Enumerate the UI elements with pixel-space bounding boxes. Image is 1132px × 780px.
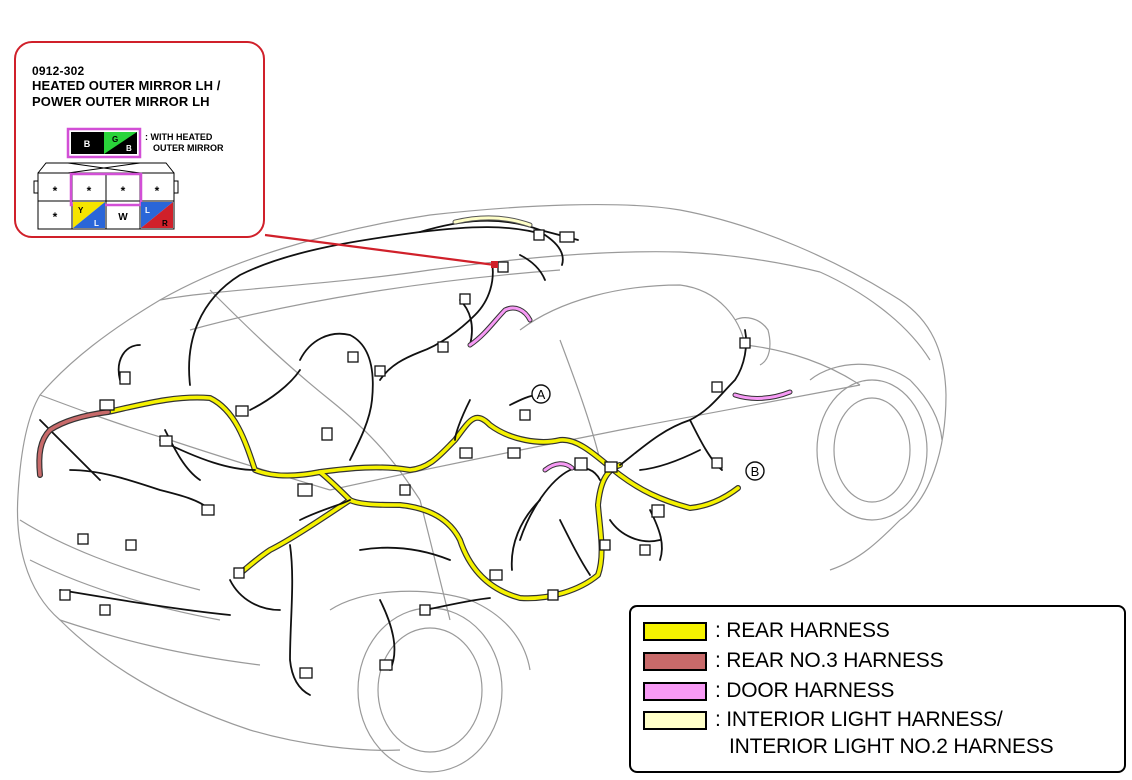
legend-item-door-harness: : DOOR HARNESS xyxy=(643,679,894,703)
legend-label-door-harness: : DOOR HARNESS xyxy=(715,679,895,702)
legend-item-interior-light-harness: : INTERIOR LIGHT HARNESS/ INTERIOR LIGHT… xyxy=(643,706,1054,763)
connector-blocks xyxy=(59,229,751,679)
marker-b-label: B xyxy=(751,464,760,479)
wheels xyxy=(329,363,943,773)
connector-title-line1: HEATED OUTER MIRROR LH / xyxy=(32,78,221,93)
legend-item-rear-no3-harness: : REAR NO.3 HARNESS xyxy=(643,649,944,673)
rear-harness-wires xyxy=(105,394,741,602)
connector-title-line2: POWER OUTER MIRROR LH xyxy=(32,94,210,109)
pin-row2-1: * xyxy=(53,210,58,224)
door-harness-wires xyxy=(467,305,793,473)
upper-pin-1 xyxy=(71,132,104,154)
rear-wheel xyxy=(357,607,503,773)
harness-legend: : REAR HARNESS : REAR NO.3 HARNESS : DOO… xyxy=(629,605,1126,773)
connector-note-line2: OUTER MIRROR xyxy=(153,143,224,153)
pin-row2-4-sub: R xyxy=(162,219,168,228)
pin-row2-2-label: Y xyxy=(78,206,84,215)
connector-callout: 0912-302 HEATED OUTER MIRROR LH / POWER … xyxy=(14,41,265,238)
upper-pin-2: G B xyxy=(104,132,137,154)
upper-pin-2-label-b: B xyxy=(126,144,132,153)
legend-swatch-door-harness xyxy=(643,681,707,701)
pin-row2-4: L R xyxy=(141,202,173,228)
legend-swatch-interior-light-harness xyxy=(643,711,707,730)
black-wires xyxy=(39,219,748,696)
mirror-connector-marker xyxy=(491,261,498,268)
legend-label-interior-light-line2: INTERIOR LIGHT NO.2 HARNESS xyxy=(729,735,1054,758)
front-wheel xyxy=(816,379,928,521)
connector-note-line1: : WITH HEATED xyxy=(145,132,213,142)
rear-no3-harness-wire xyxy=(36,409,111,478)
legend-item-rear-harness: : REAR HARNESS xyxy=(643,619,890,643)
pin-row2-2-sub: L xyxy=(94,219,99,228)
marker-a-label: A xyxy=(537,387,546,402)
callout-leader-line xyxy=(264,233,496,267)
legend-swatch-rear-no3-harness xyxy=(643,651,707,671)
upper-pin-1-label: B xyxy=(84,139,91,149)
marker-a: A xyxy=(531,384,551,404)
interior-light-harness-wire xyxy=(452,215,533,228)
pin-row1-1: * xyxy=(53,184,58,198)
legend-label-interior-light-harness: : INTERIOR LIGHT HARNESS/ INTERIOR LIGHT… xyxy=(715,706,1054,760)
connector-code: 0912-302 xyxy=(32,64,85,78)
pin-row2-2: Y L xyxy=(73,202,105,228)
legend-swatch-rear-harness xyxy=(643,621,707,641)
pin-row1-4: * xyxy=(155,184,160,198)
pin-row2-3: W xyxy=(118,212,128,223)
legend-label-interior-light-line1: : INTERIOR LIGHT HARNESS/ xyxy=(715,708,1003,731)
pin-row1-3: * xyxy=(121,184,126,198)
upper-pin-2-label-a: G xyxy=(112,135,118,144)
marker-b: B xyxy=(745,461,765,481)
legend-label-rear-harness: : REAR HARNESS xyxy=(715,619,890,642)
connector-face-diagram: B G B * * * * * xyxy=(33,127,179,230)
legend-label-rear-no3-harness: : REAR NO.3 HARNESS xyxy=(715,649,944,672)
pin-row1-2: * xyxy=(87,184,92,198)
pin-row2-4-label: L xyxy=(145,206,150,215)
